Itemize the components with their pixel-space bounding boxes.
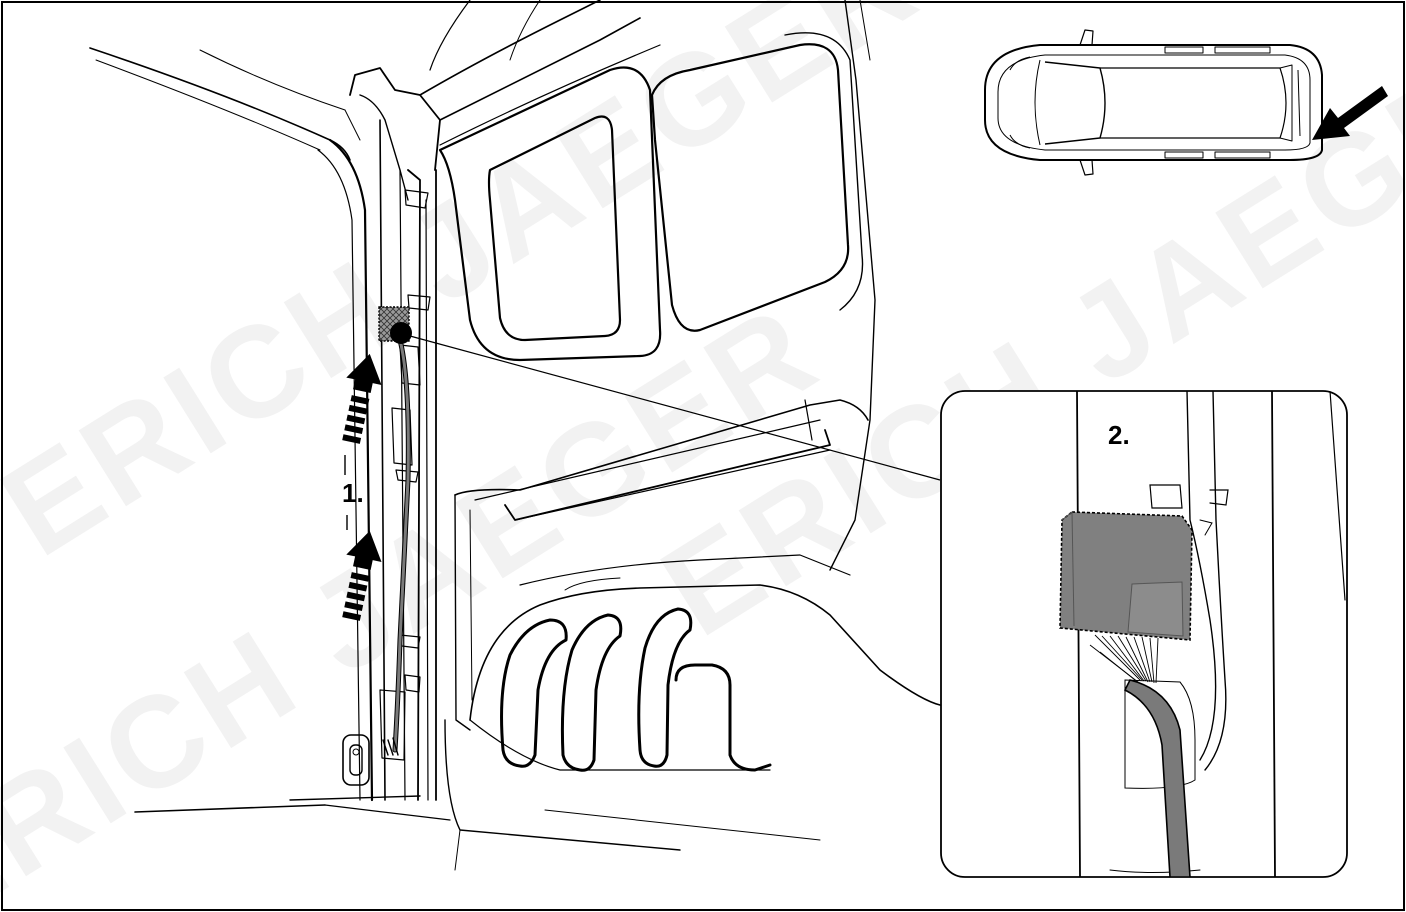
step-1-dash-line xyxy=(344,455,348,530)
step-2-label: 2. xyxy=(1108,420,1130,450)
wire-bundle xyxy=(1089,634,1159,685)
vehicle-interior-drawing xyxy=(89,0,941,871)
leader-line xyxy=(409,335,941,481)
van-top-view-icon xyxy=(984,29,1323,176)
wiring-harness xyxy=(382,337,411,756)
push-up-arrow-lower xyxy=(342,530,382,621)
view-direction-arrow-icon xyxy=(1312,86,1388,140)
detail-inset: 2. xyxy=(940,390,1348,878)
push-up-arrow-upper xyxy=(342,353,382,444)
step-1-label: 1. xyxy=(342,478,364,508)
cable xyxy=(1123,679,1191,877)
detail-marker xyxy=(390,322,412,344)
